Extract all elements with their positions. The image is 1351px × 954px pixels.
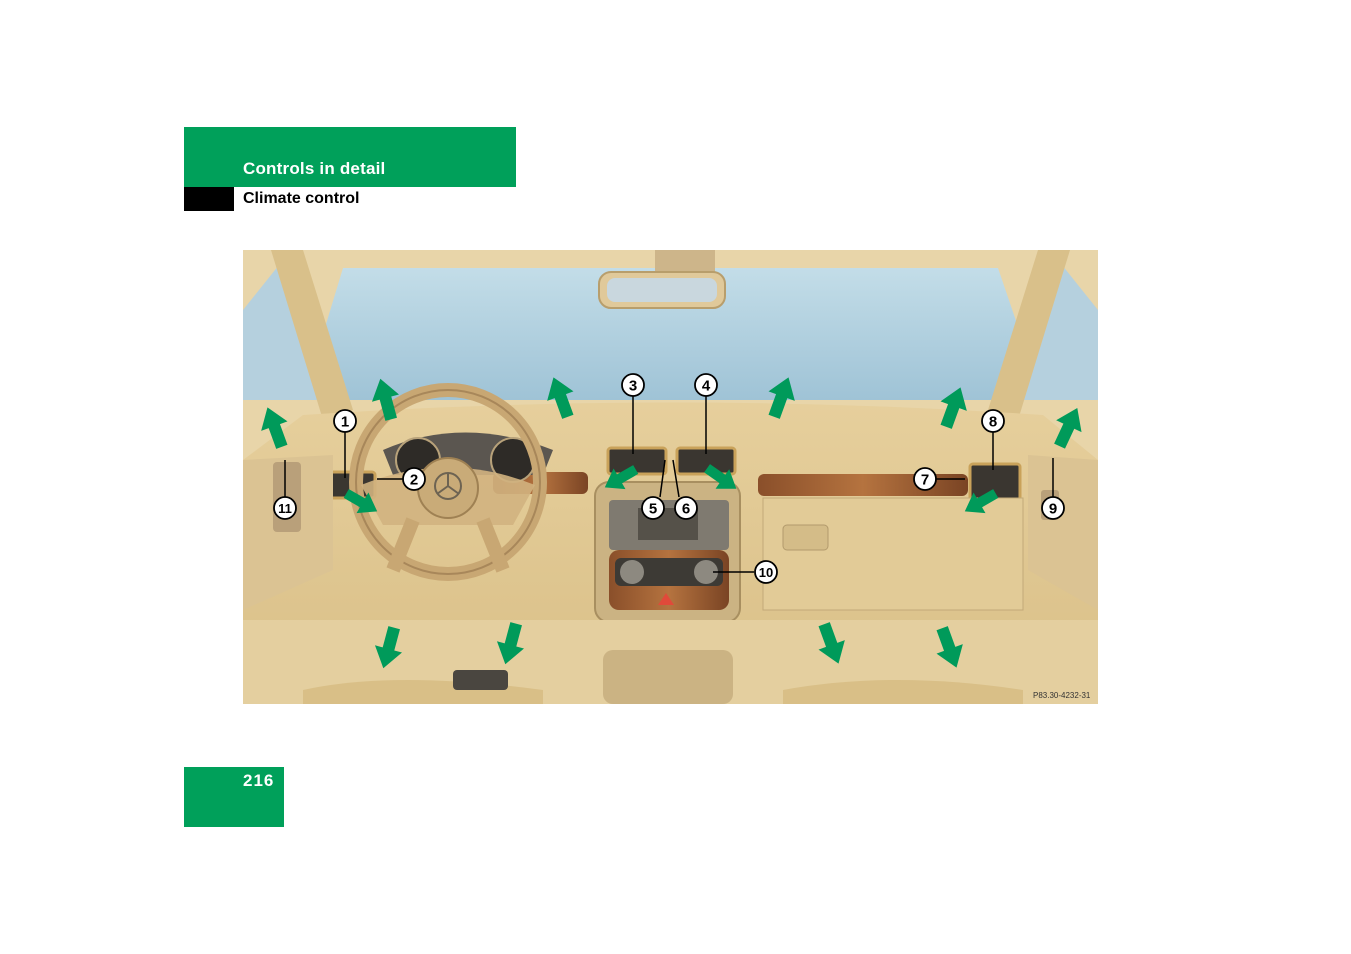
svg-text:8: 8 [989, 414, 997, 431]
callout-2: 2 [402, 467, 426, 491]
callout-5: 5 [641, 496, 665, 520]
svg-text:6: 6 [682, 501, 690, 518]
callout-7: 7 [913, 467, 937, 491]
svg-text:4: 4 [702, 378, 711, 395]
figure-code: P83.30-4232-31 [1033, 691, 1091, 700]
svg-text:9: 9 [1049, 501, 1057, 518]
subsection-title: Climate control [243, 190, 360, 207]
svg-text:10: 10 [759, 565, 773, 580]
svg-text:2: 2 [410, 472, 418, 489]
callout-8: 8 [981, 409, 1005, 433]
callout-1: 1 [333, 409, 357, 433]
callout-11: 11 [273, 496, 297, 520]
section-title: Controls in detail [243, 159, 386, 178]
callout-9: 9 [1041, 496, 1065, 520]
section-header-bar [184, 127, 516, 187]
svg-text:3: 3 [629, 378, 637, 395]
svg-text:11: 11 [278, 501, 292, 516]
callout-4: 4 [694, 373, 718, 397]
svg-text:7: 7 [921, 472, 929, 489]
page-number-box [184, 767, 284, 827]
svg-text:1: 1 [341, 414, 349, 431]
callout-6: 6 [674, 496, 698, 520]
windshield [303, 268, 1043, 400]
callout-3: 3 [621, 373, 645, 397]
subsection-marker [184, 187, 234, 211]
callout-10: 10 [754, 560, 778, 584]
page-number: 216 [243, 771, 275, 790]
dashboard-illustration: P83.30-4232-31 [243, 250, 1098, 704]
svg-text:5: 5 [649, 501, 657, 518]
